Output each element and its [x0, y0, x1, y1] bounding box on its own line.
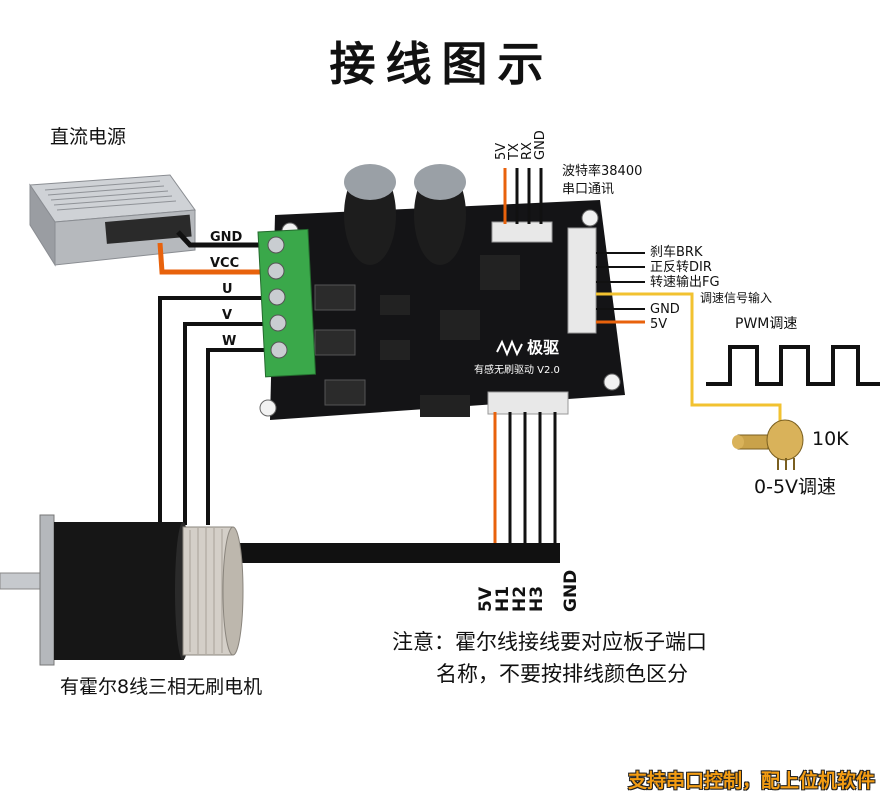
note-line-2: 名称，不要按排线颜色区分 — [436, 662, 688, 686]
direction-label: 正反转DIR — [650, 260, 712, 275]
page-title: 接线图示 — [329, 37, 554, 91]
speed-output-label: 转速输出FG — [650, 275, 720, 290]
power-supply-label: 直流电源 — [50, 126, 127, 148]
wiring-note: 注意：霍尔线接线要对应板子端口 名称，不要按排线颜色区分 — [392, 626, 707, 690]
pwm-label: PWM调速 — [735, 316, 798, 332]
hall-pin-h3: H3 — [527, 585, 547, 612]
gnd-wire — [176, 230, 272, 248]
serial-pin-gnd: GND — [533, 130, 548, 160]
terminal-gnd-label: GND — [210, 230, 243, 245]
speed-input-label: 调速信号输入 — [700, 291, 773, 305]
terminal-vcc-label: VCC — [210, 256, 240, 271]
driver-board — [257, 164, 625, 420]
power-supply — [29, 174, 196, 267]
board-model: 有感无刷驱动 V2.0 — [474, 365, 560, 376]
board-brand: 极驱 — [527, 338, 560, 357]
hall-pin-gnd: GND — [561, 569, 581, 612]
potentiometer — [732, 419, 804, 470]
control-5v-label: 5V — [650, 317, 668, 332]
baud-rate-label: 波特率38400 — [562, 164, 643, 179]
brake-label: 刹车BRK — [650, 245, 703, 260]
pot-value-label: 10K — [812, 428, 849, 450]
pot-range-label: 0-5V调速 — [754, 476, 837, 498]
motor-label: 有霍尔8线三相无刷电机 — [60, 676, 263, 698]
pwm-waveform — [706, 345, 880, 386]
vcc-wire — [157, 242, 272, 275]
bldc-motor — [0, 514, 244, 666]
u-wire — [158, 296, 272, 525]
footer-banner: 支持串口控制，配上位机软件 — [627, 770, 875, 792]
terminal-w-label: W — [222, 334, 237, 349]
v-wire — [183, 322, 272, 525]
terminal-u-label: U — [222, 282, 233, 297]
w-wire — [206, 348, 272, 525]
control-gnd-label: GND — [650, 302, 680, 317]
note-line-1: 注意：霍尔线接线要对应板子端口 — [392, 630, 707, 654]
hall-cable — [238, 543, 560, 563]
serial-comm-label: 串口通讯 — [562, 182, 615, 197]
terminal-v-label: V — [222, 308, 233, 323]
